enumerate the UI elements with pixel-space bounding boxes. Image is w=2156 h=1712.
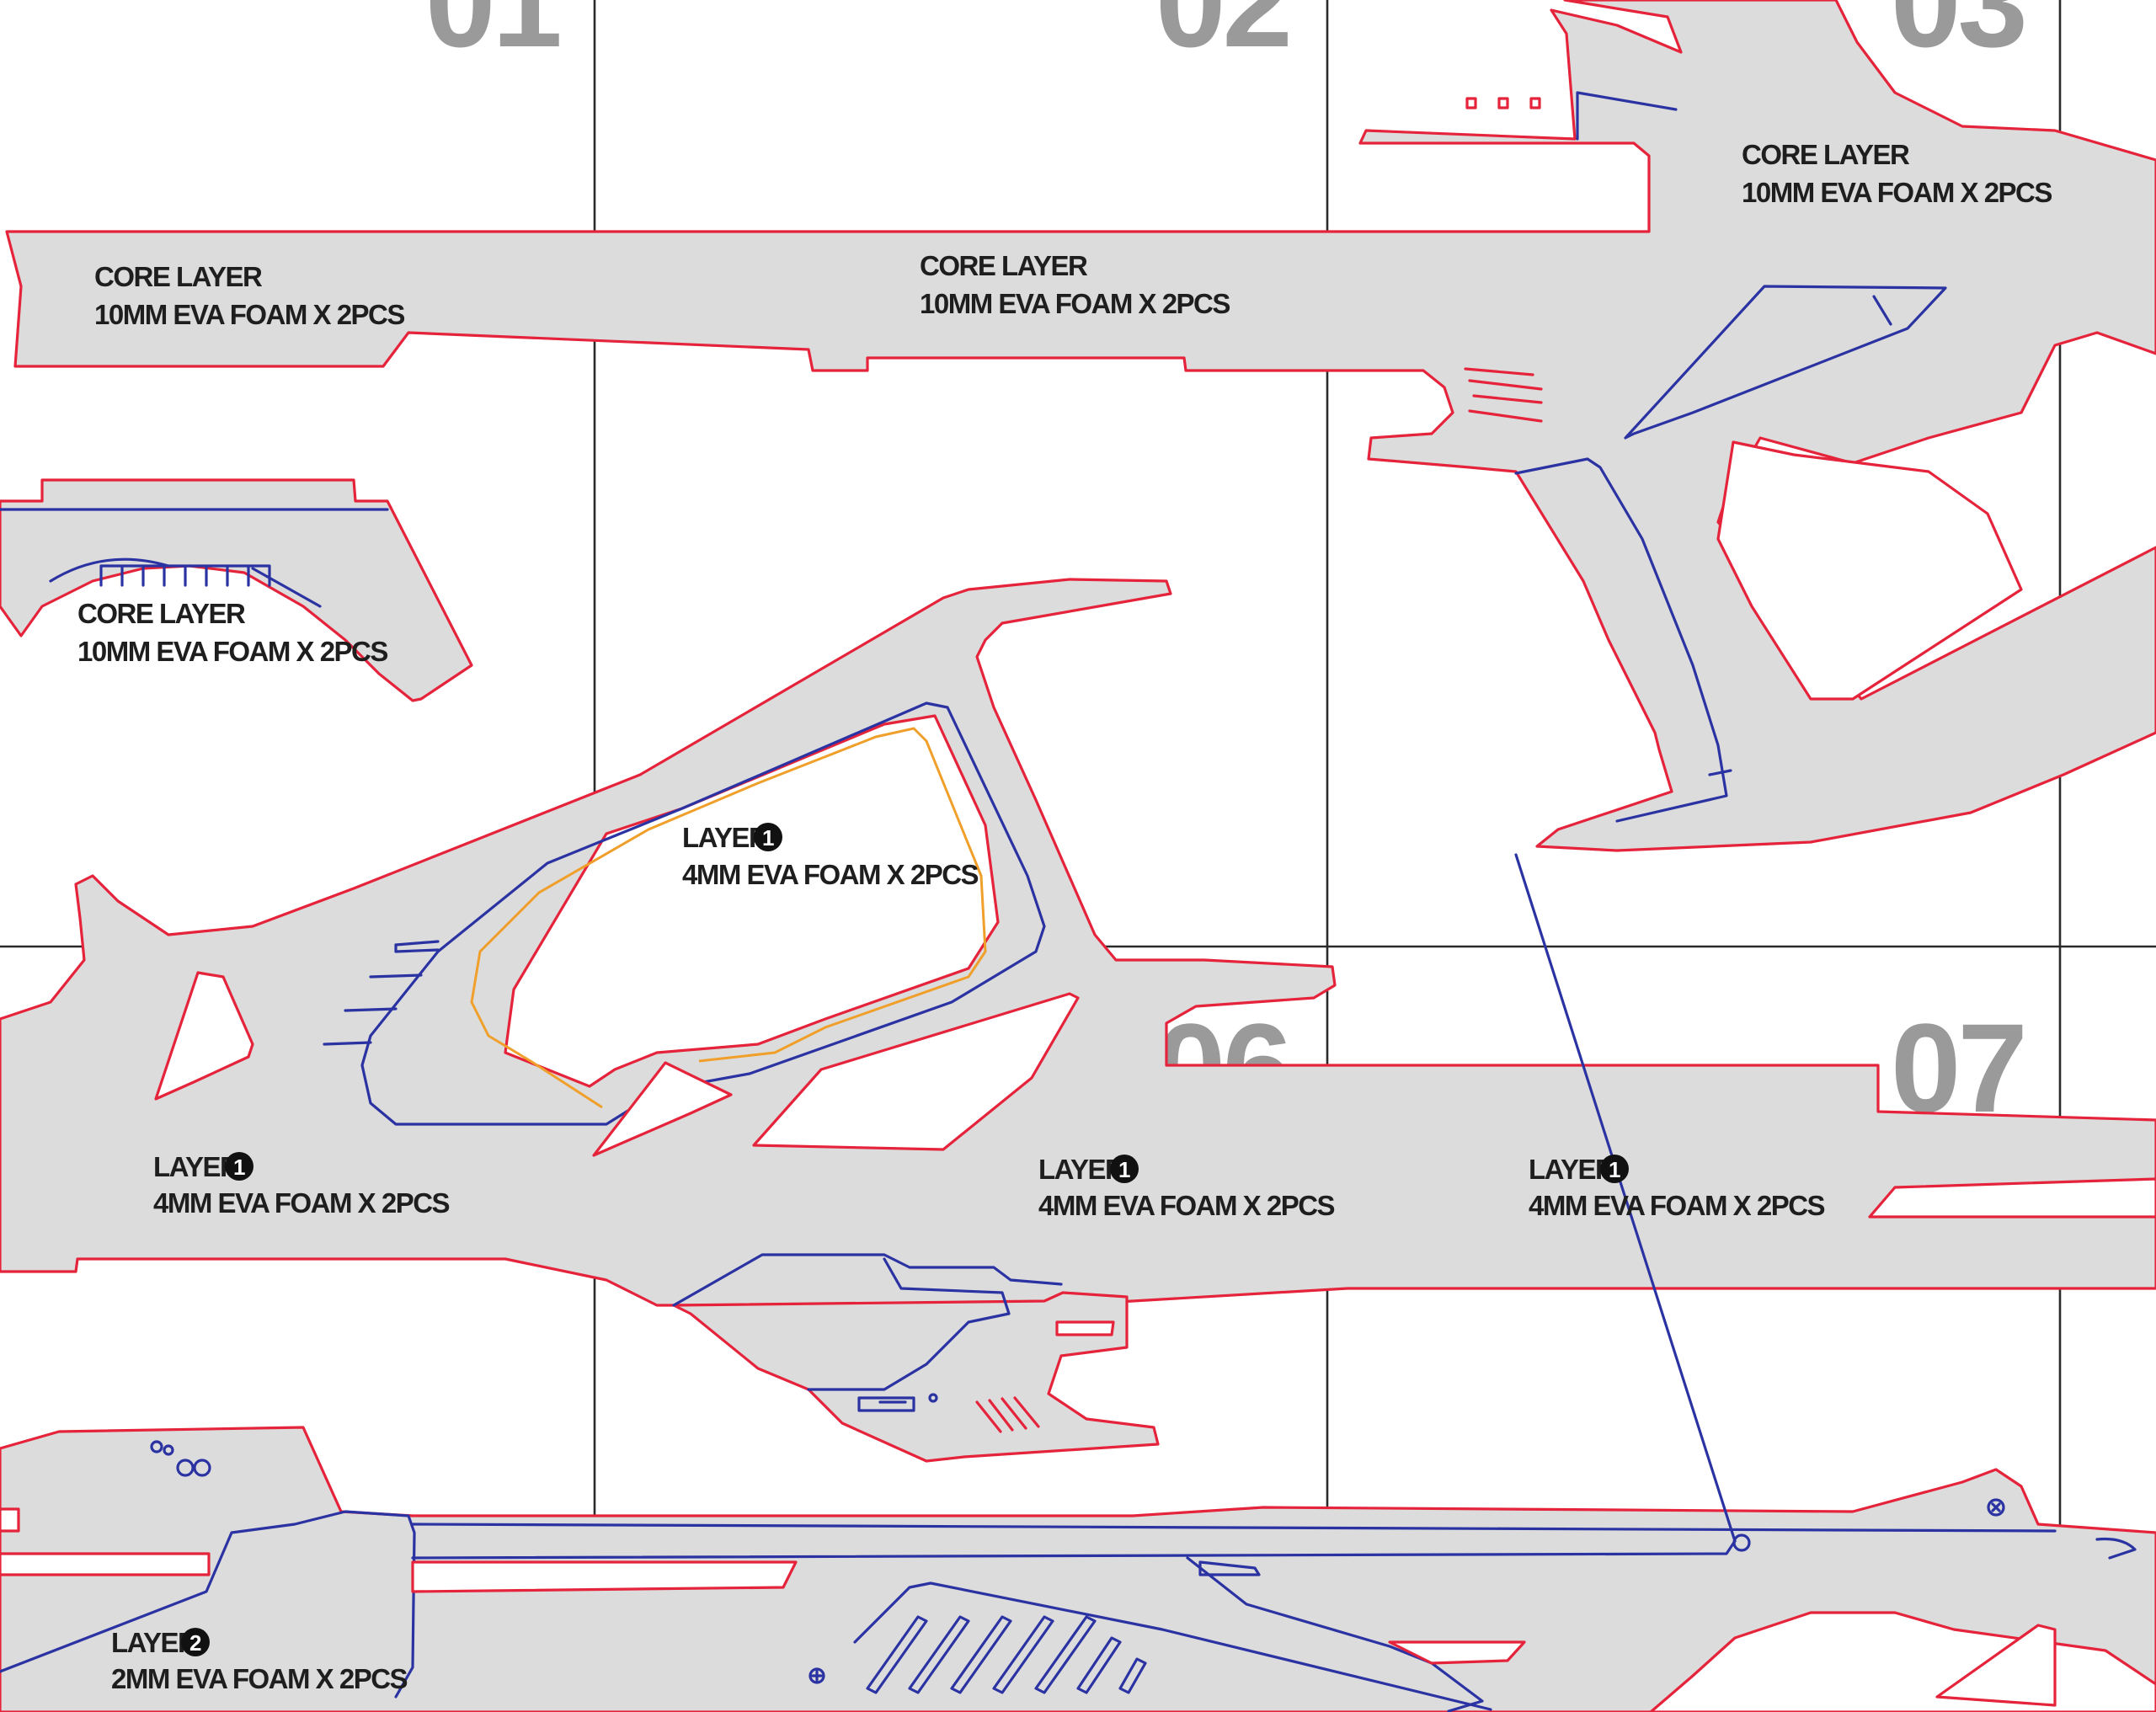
core-layer-barrel-piece bbox=[5, 0, 2156, 852]
label-layer-1-b: LAYER 1 4MM EVA FOAM X 2PCS bbox=[153, 1151, 451, 1219]
layer-badge-number: 1 bbox=[1118, 1157, 1130, 1182]
label-layer-1-c: LAYER 1 4MM EVA FOAM X 2PCS bbox=[1038, 1154, 1336, 1221]
label-material-text: 10MM EVA FOAM X 2PCS bbox=[920, 288, 1230, 319]
page-number-01: 01 bbox=[425, 0, 559, 73]
label-layer-text: CORE LAYER bbox=[1742, 139, 1910, 170]
label-layer-1-d: LAYER 1 4MM EVA FOAM X 2PCS bbox=[1529, 1154, 1826, 1221]
label-layer-1-a: LAYER 1 4MM EVA FOAM X 2PCS bbox=[682, 822, 979, 890]
label-core-layer-4: CORE LAYER 10MM EVA FOAM X 2PCS bbox=[77, 598, 389, 667]
layer-badge-number: 1 bbox=[1609, 1157, 1620, 1182]
label-core-layer-1: CORE LAYER 10MM EVA FOAM X 2PCS bbox=[94, 261, 406, 330]
label-core-layer-3: CORE LAYER 10MM EVA FOAM X 2PCS bbox=[1742, 139, 2053, 208]
page-number-03: 03 bbox=[1891, 0, 2025, 73]
material-labels: CORE LAYER 10MM EVA FOAM X 2PCS CORE LAY… bbox=[77, 139, 2053, 1694]
label-material-text: 10MM EVA FOAM X 2PCS bbox=[94, 299, 404, 330]
label-material-text: 4MM EVA FOAM X 2PCS bbox=[1529, 1190, 1825, 1221]
page-number-02: 02 bbox=[1155, 0, 1289, 73]
layer-badge bbox=[225, 1152, 253, 1181]
layer-badge bbox=[181, 1628, 210, 1656]
label-layer-text: CORE LAYER bbox=[77, 598, 246, 629]
layer-2-bottom-piece bbox=[0, 853, 2156, 1712]
layer-badge-number: 2 bbox=[189, 1630, 201, 1656]
label-core-layer-2: CORE LAYER 10MM EVA FOAM X 2PCS bbox=[920, 250, 1231, 319]
label-material-text: 10MM EVA FOAM X 2PCS bbox=[77, 636, 387, 667]
frame-guide-line bbox=[470, 727, 987, 1109]
layer-badge bbox=[1110, 1155, 1139, 1183]
layer-1-lower-piece bbox=[672, 1253, 1160, 1463]
label-layer-2: LAYER 2 2MM EVA FOAM X 2PCS bbox=[111, 1627, 408, 1694]
core-layer-small-piece bbox=[0, 478, 473, 702]
layer-badge bbox=[1600, 1155, 1629, 1183]
label-material-text: 4MM EVA FOAM X 2PCS bbox=[1038, 1190, 1335, 1221]
label-material-text: 10MM EVA FOAM X 2PCS bbox=[1742, 177, 2052, 208]
label-material-text: 2MM EVA FOAM X 2PCS bbox=[111, 1663, 408, 1694]
layer-badge bbox=[754, 823, 782, 851]
frame-inner-window bbox=[504, 714, 1000, 1088]
layer-1-frame-piece bbox=[0, 578, 2156, 1307]
label-layer-text: CORE LAYER bbox=[920, 250, 1088, 281]
layer-badge-number: 1 bbox=[762, 825, 774, 851]
label-material-text: 4MM EVA FOAM X 2PCS bbox=[682, 859, 979, 890]
label-layer-text: CORE LAYER bbox=[94, 261, 263, 292]
layer-badge-number: 1 bbox=[233, 1155, 245, 1180]
barrel-panel-outline bbox=[1624, 285, 1947, 440]
label-material-text: 4MM EVA FOAM X 2PCS bbox=[153, 1187, 450, 1219]
